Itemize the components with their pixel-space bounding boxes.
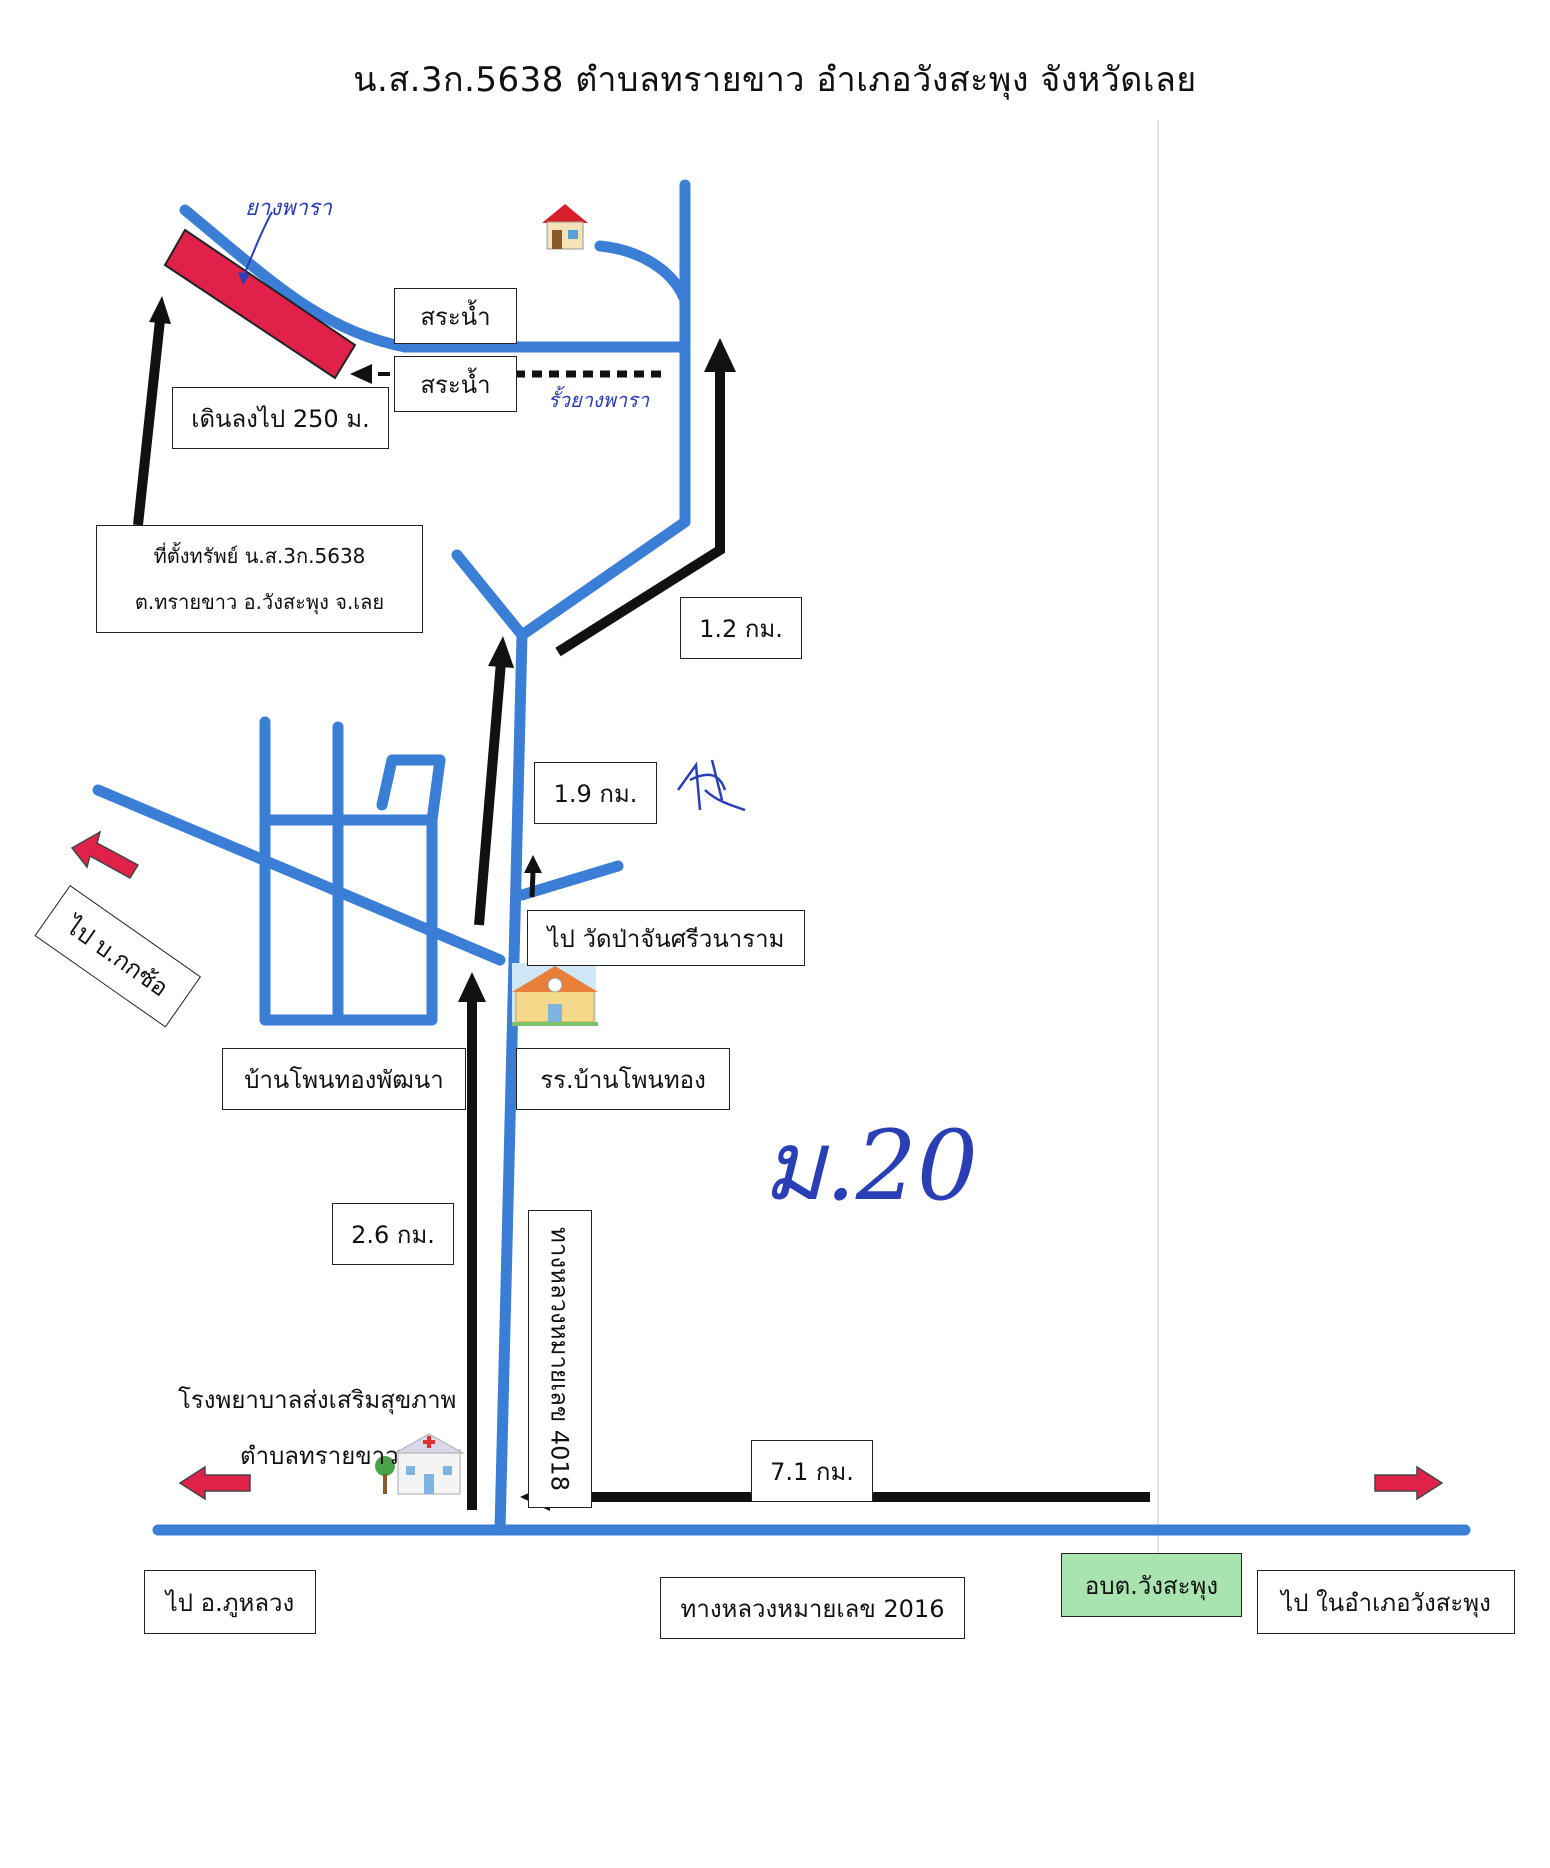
distance-1-2-label: 1.2 กม. (680, 597, 802, 659)
route-arrow-north (555, 370, 725, 657)
property-parcel (163, 228, 357, 380)
property-label: ที่ตั้งทรัพย์ น.ส.3ก.5638 ต.ทรายขาว อ.วั… (96, 525, 423, 633)
page-title: น.ส.3ก.5638 ตำบลทรายขาว อำเภอวังสะพุง จั… (353, 60, 1197, 100)
arrow-to-phu-luang (178, 1465, 251, 1501)
pond-upper-label: สระน้ำ (394, 288, 517, 344)
phu-luang-label: ไป อ.ภูหลวง (144, 1570, 316, 1634)
route-arrow-to-parcel (133, 319, 165, 526)
highway-2016-label: ทางหลวงหมายเลข 2016 (660, 1577, 965, 1639)
distance-1-9-label: 1.9 กม. (534, 762, 657, 824)
signature-scribble (676, 759, 746, 812)
hospital-icon (375, 1433, 465, 1495)
parcel-note-pointer (242, 211, 273, 279)
school-label: รร.บ้านโพนทอง (516, 1048, 730, 1110)
distance-7-1-label: 7.1 กม. (751, 1440, 873, 1502)
wang-saphung-label: ไป ในอำเภอวังสะพุง (1257, 1570, 1515, 1634)
pond-lower-label: สระน้ำ (394, 356, 517, 412)
highway-4018-label: ทางหลวงหมายเลข 4018 (528, 1210, 592, 1508)
route-arrow-1-9 (474, 661, 506, 926)
road-to-parcel (179, 204, 411, 353)
sao-office-label: อบต.วังสะพุง (1061, 1553, 1242, 1617)
village-label: บ้านโพนทองพัฒนา (222, 1048, 466, 1110)
road-spur-left (451, 549, 528, 641)
route-arrow-temple (529, 871, 536, 898)
direction-arrow-icon (70, 830, 1444, 1501)
road-network (92, 179, 1471, 1536)
highway-4018-road (494, 629, 528, 1536)
property-label-line2: ต.ทรายขาว อ.วังสะพุง จ.เลย (134, 590, 385, 614)
pond-arrow-head (350, 364, 372, 384)
hospital-label-line1: โรงพยาบาลส่งเสริมสุขภาพ (178, 1386, 457, 1414)
arrow-to-kok-so (70, 830, 140, 880)
house-icon (542, 204, 588, 250)
road-to-temple (516, 860, 624, 901)
village-grid (259, 716, 438, 1026)
hospital-label-line2: ตำบลทรายขาว (240, 1442, 399, 1470)
temple-label: ไป วัดป่าจันศรีวนาราม (527, 910, 805, 966)
arrow-to-wang-saphung (1374, 1465, 1444, 1501)
highway-4018-label-text: ทางหลวงหมายเลข 4018 (545, 1227, 574, 1491)
property-label-line1: ที่ตั้งทรัพย์ น.ส.3ก.5638 (153, 544, 366, 568)
parcel-handwritten-note: ยางพารา (245, 196, 333, 221)
boundary-handwritten-note: รั้วยางพารา (548, 388, 650, 412)
school-icon (512, 963, 598, 1026)
number-handwritten-note: ม.20 (762, 1110, 978, 1222)
walk-down-label: เดินลงไป 250 ม. (172, 387, 389, 449)
distance-2-6-label: 2.6 กม. (332, 1203, 454, 1265)
road-to-house (594, 240, 690, 304)
